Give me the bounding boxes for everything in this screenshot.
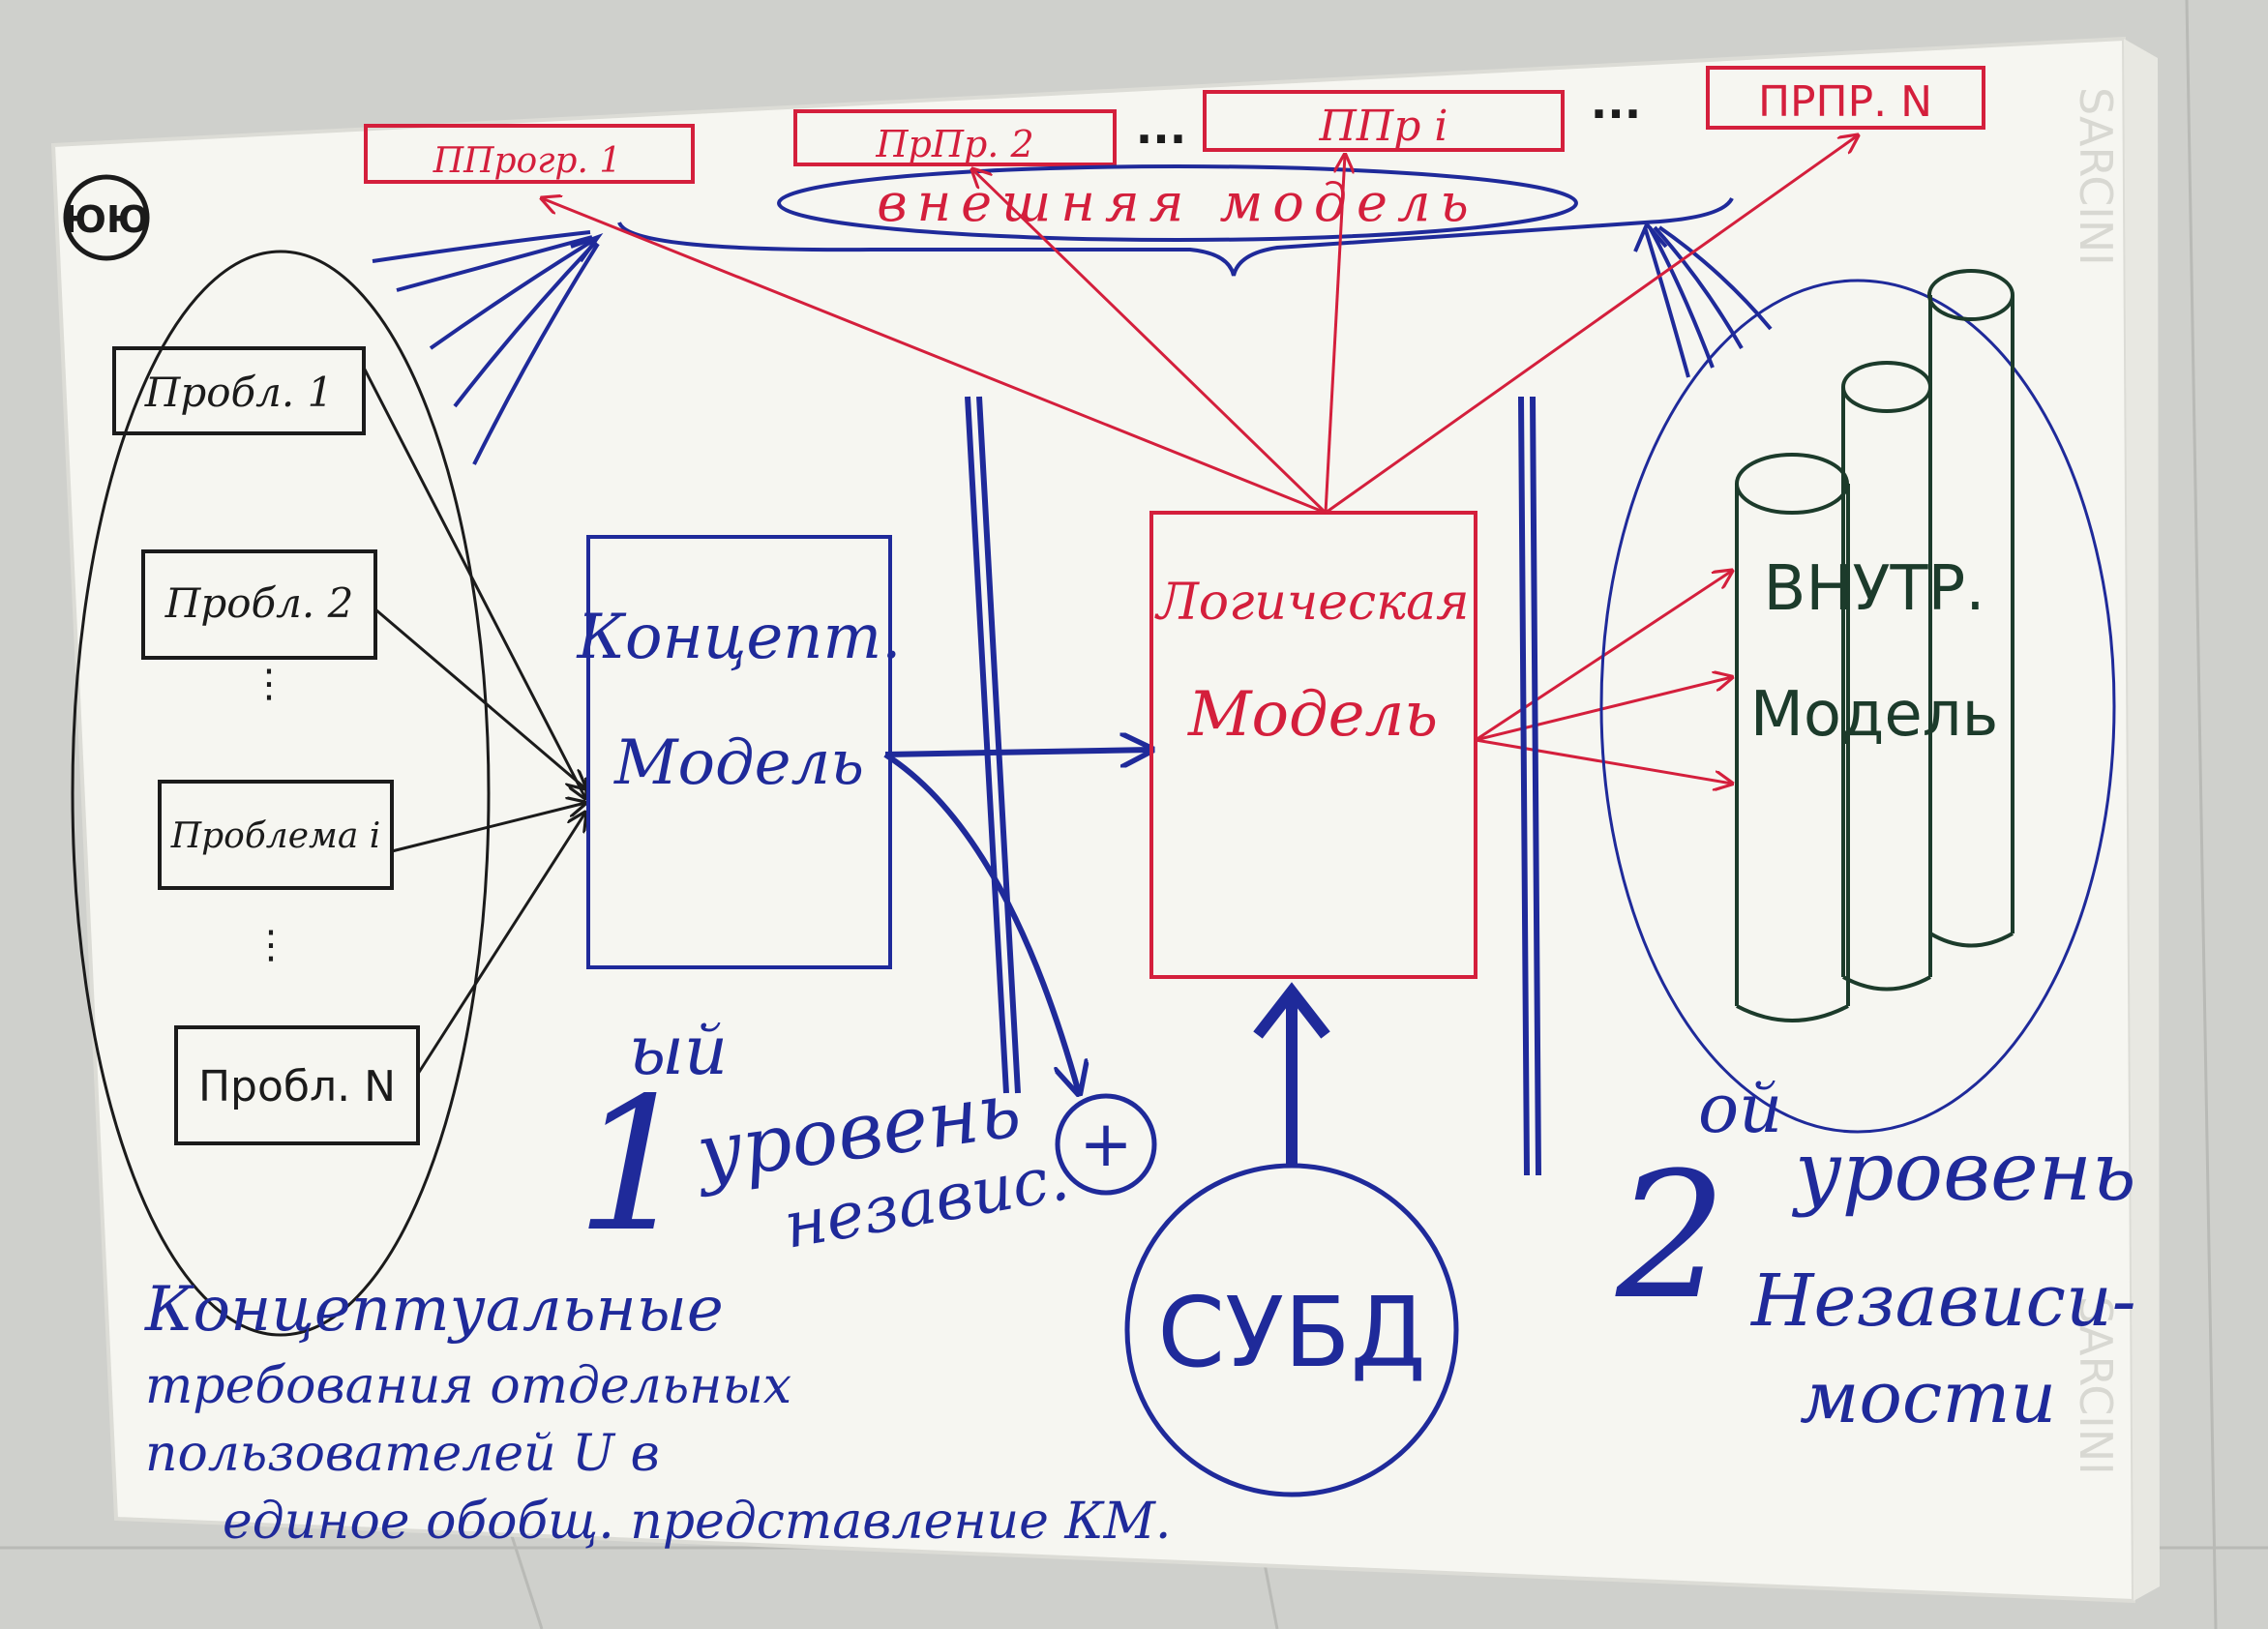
- conceptual-model-line-2: Модель: [613, 727, 864, 799]
- external-views: ППрогр. 1 ПрПр. 2 ... ППр i ... ПРПР. N: [364, 66, 1985, 184]
- level2-number: 2: [1615, 1136, 1727, 1338]
- external-model-label: внешняя модель: [877, 172, 1478, 233]
- separator-1: ...: [1136, 102, 1186, 154]
- external-view-box-3: [1203, 90, 1565, 152]
- external-view-box-2: [793, 109, 1117, 166]
- level2-line-2: Независи-: [1749, 1259, 2136, 1343]
- level1-divider: [965, 396, 1021, 1094]
- watermark-bottom: SARCINI: [2070, 1296, 2122, 1475]
- ellipsis-vertical-1: ⋮: [250, 662, 288, 706]
- level2-suffix: ой: [1698, 1069, 1782, 1148]
- level2-line-1: уровень: [1791, 1124, 2136, 1219]
- problem-box-1: [112, 346, 366, 435]
- level2-label: 2 ой уровень Независи- мости: [1615, 1069, 2136, 1439]
- paper-edge: [2124, 39, 2160, 1601]
- external-view-label-2: ПрПр. 2: [875, 123, 1033, 165]
- dbms-circle: [1124, 1163, 1459, 1497]
- problem-label-3: Проблема i: [170, 816, 381, 856]
- user-requirements-ellipse: [71, 250, 491, 1337]
- level1-number: 1: [576, 1058, 693, 1272]
- conceptual-model-line-1: Концепт.: [577, 602, 902, 673]
- bottom-note-line-3: пользователей U в: [145, 1425, 660, 1483]
- external-view-label-1: ППрогр. 1: [433, 141, 622, 181]
- problem-label-1: Пробл. 1: [144, 369, 334, 416]
- internal-model-ellipse: [1599, 279, 2116, 1134]
- external-view-box-4: [1706, 66, 1985, 130]
- logo-text: ЮЮ: [63, 198, 149, 241]
- problem-box-2: [141, 549, 377, 660]
- level2-line-3: мости: [1800, 1356, 2056, 1439]
- external-model-oval: [777, 164, 1578, 242]
- external-view-label-3: ППр i: [1319, 102, 1448, 151]
- ellipsis-vertical-2: ⋮: [252, 923, 290, 967]
- level1-suffix: ый: [629, 1011, 728, 1090]
- logical-model-line-1: Логическая: [1153, 574, 1469, 632]
- level2-divider: [1518, 396, 1541, 1176]
- conceptual-curved-arrow: [883, 752, 1079, 1093]
- internal-model-line-2: Модель: [1750, 679, 1999, 751]
- external-view-box-1: [364, 124, 695, 184]
- plus-circle: [1055, 1093, 1157, 1196]
- problem-box-3: [158, 780, 394, 890]
- problem-list: Пробл. 1 Пробл. 2 ⋮ Проблема i ⋮ Пробл. …: [112, 346, 420, 1145]
- external-view-label-4: ПРПР. N: [1758, 77, 1932, 127]
- left-fan-arrows: [372, 230, 604, 465]
- problem-label-2: Пробл. 2: [164, 579, 354, 627]
- watermark-top: SARCINI: [2070, 87, 2122, 266]
- internal-model-line-1: ВНУТР.: [1763, 553, 1984, 625]
- logical-model-line-2: Модель: [1187, 679, 1438, 751]
- external-model-brace: [617, 196, 1734, 277]
- separator-2: ...: [1591, 76, 1641, 129]
- dbms-arrow: [1253, 982, 1330, 1166]
- dbms-label: СУБД: [1157, 1276, 1426, 1389]
- logo-circle: [63, 174, 150, 261]
- plus-symbol: +: [1079, 1107, 1132, 1181]
- bottom-note-line-1: Концептуальные: [144, 1274, 724, 1346]
- bottom-note-line-2: требования отдельных: [145, 1357, 791, 1415]
- logical-model-box: [1149, 511, 1477, 979]
- problem-arrows: [362, 367, 585, 1075]
- logical-to-external-arrows: [542, 135, 1858, 515]
- bottom-note: Концептуальные требования отдельных поль…: [144, 1274, 1171, 1551]
- storage-cylinders: [1735, 269, 2014, 1022]
- problem-box-4: [174, 1025, 420, 1145]
- bottom-note-line-4: единое обобщ. представление КМ.: [223, 1493, 1171, 1551]
- conceptual-to-logical-arrow: [884, 750, 1151, 755]
- problem-label-4: Пробл. N: [198, 1062, 396, 1111]
